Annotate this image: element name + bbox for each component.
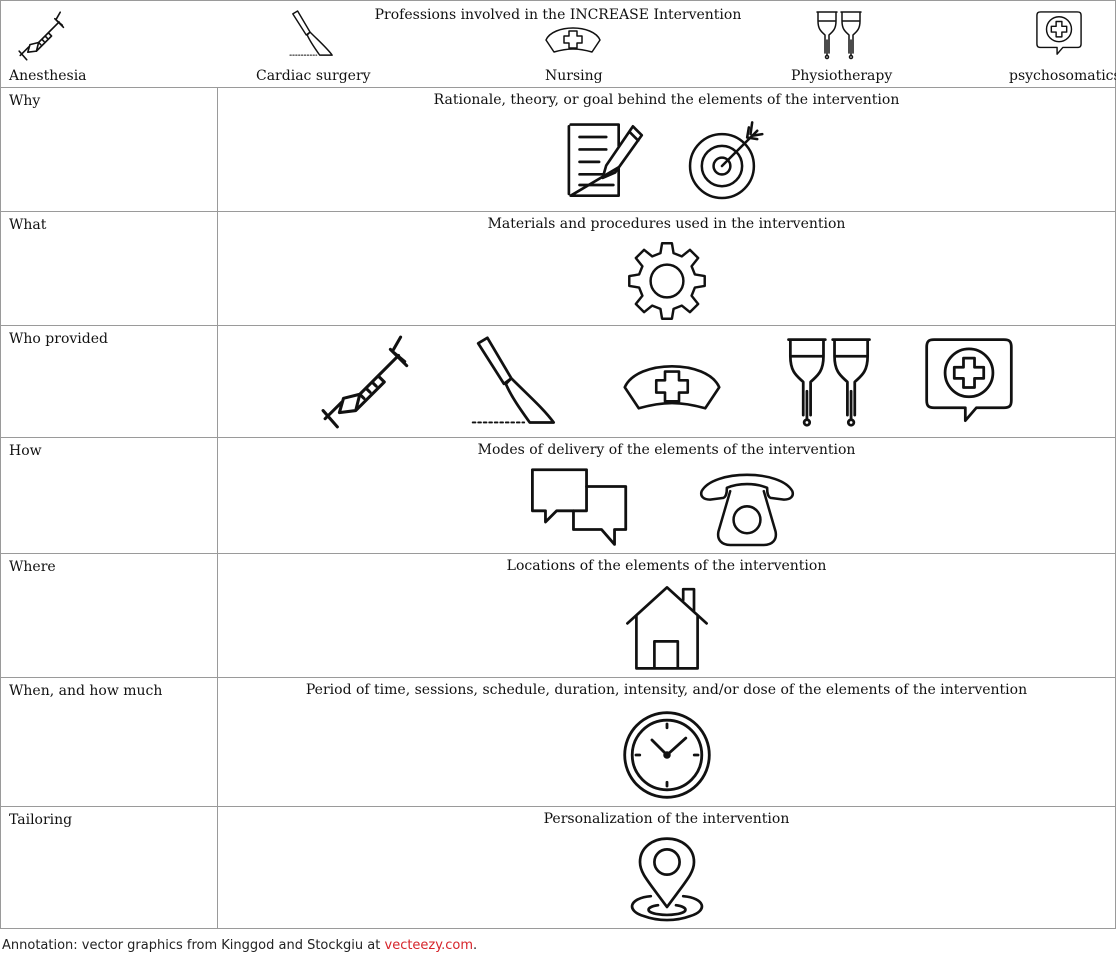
row-label: Where [9, 559, 56, 575]
vecteezy-link[interactable]: vecteezy.com [384, 938, 474, 953]
profession-cardiac-surgery: Cardiac surgery [256, 9, 371, 87]
gear-icon [626, 240, 708, 322]
syringe-icon [17, 9, 71, 63]
syringe-icon [319, 331, 421, 433]
header-row: Professions involved in the INCREASE Int… [1, 1, 1116, 88]
chat-bubbles-icon [526, 466, 634, 550]
row-when-how-much: When, and how much Period of time, sessi… [1, 678, 1115, 807]
row-label: How [9, 443, 42, 459]
row-where: Where Locations of the elements of the i… [1, 554, 1115, 678]
row-what: What Materials and procedures used in th… [1, 212, 1115, 326]
medical-speech-bubble-icon [1035, 9, 1083, 59]
clock-icon [620, 708, 714, 802]
nurse-cap-icon [542, 17, 604, 57]
annotation-suffix: . [473, 938, 478, 953]
medical-speech-bubble-icon [923, 334, 1015, 430]
annotation-text: Annotation: vector graphics from Kinggod… [2, 938, 385, 953]
intervention-table: Professions involved in the INCREASE Int… [0, 0, 1116, 929]
annotation: Annotation: vector graphics from Kinggod… [2, 938, 477, 953]
document-pencil-icon [562, 121, 654, 201]
profession-label: Cardiac surgery [256, 68, 371, 84]
target-arrow-icon [682, 119, 772, 203]
row-who-provided: Who provided [1, 326, 1115, 438]
row-description: Modes of delivery of the elements of the… [477, 442, 856, 458]
scalpel-icon [469, 334, 561, 430]
row-label: Who provided [9, 331, 108, 347]
scalpel-icon [288, 9, 336, 59]
row-label: Tailoring [9, 812, 73, 828]
row-description: Rationale, theory, or goal behind the el… [433, 92, 900, 108]
profession-label: Anesthesia [9, 68, 87, 84]
row-description: Personalization of the intervention [543, 811, 790, 827]
row-label: Why [9, 93, 41, 109]
profession-physiotherapy: Physiotherapy [791, 9, 892, 87]
row-description: Period of time, sessions, schedule, dura… [305, 682, 1028, 698]
crutches-icon [783, 334, 875, 430]
profession-anesthesia: Anesthesia [9, 9, 89, 87]
nurse-cap-icon [609, 347, 735, 417]
row-how: How Modes of delivery of the elements of… [1, 438, 1115, 554]
profession-label: Nursing [545, 68, 603, 84]
row-description: Materials and procedures used in the int… [487, 216, 846, 232]
profession-psychosomatics: psychosomatics [1007, 9, 1116, 87]
row-label: When, and how much [9, 683, 163, 699]
row-description: Locations of the elements of the interve… [506, 558, 827, 574]
profession-label: psychosomatics [1009, 68, 1116, 84]
profession-nursing: Nursing [537, 9, 609, 87]
header-title: Professions involved in the INCREASE Int… [374, 7, 742, 23]
row-tailoring: Tailoring Personalization of the interve… [1, 807, 1115, 928]
row-label: What [9, 217, 47, 233]
crutches-icon [814, 9, 864, 61]
row-why: Why Rationale, theory, or goal behind th… [1, 88, 1115, 212]
telephone-icon [686, 466, 808, 550]
house-icon [622, 582, 712, 672]
profession-label: Physiotherapy [791, 68, 893, 84]
location-pin-icon [622, 835, 712, 925]
